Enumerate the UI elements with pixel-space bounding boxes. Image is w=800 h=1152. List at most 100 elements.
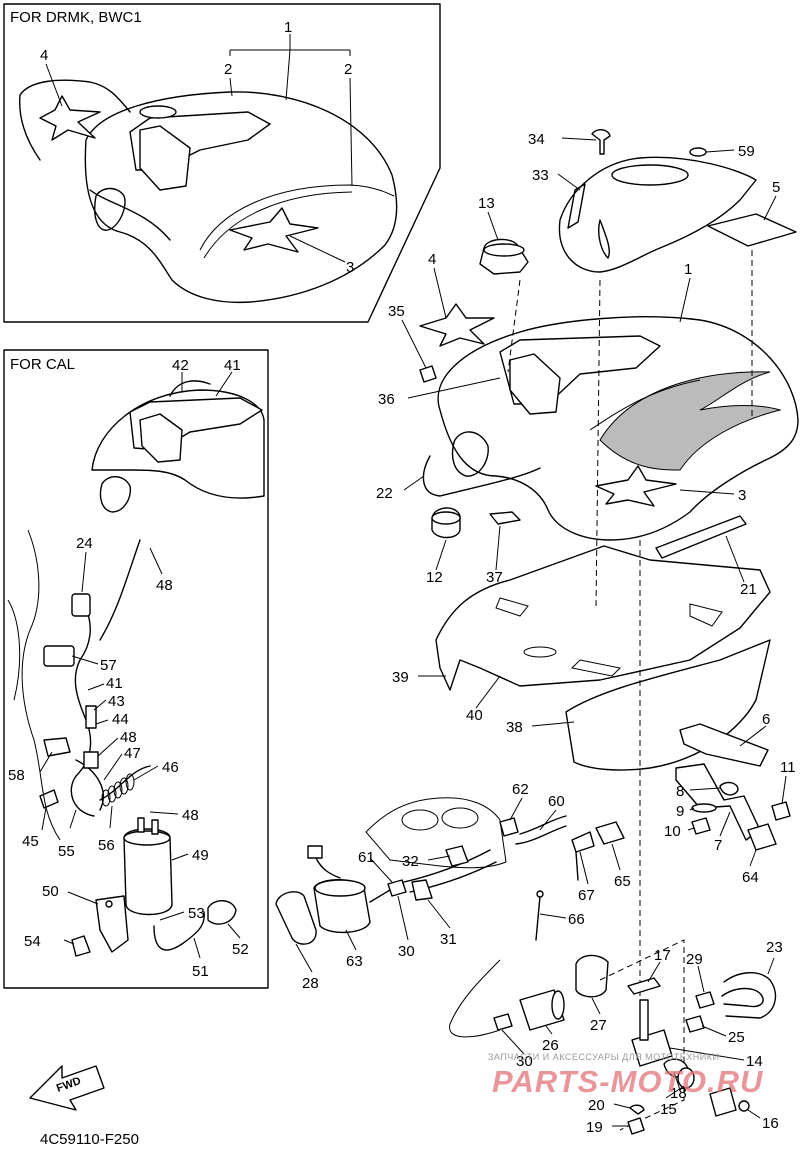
callout-20: 20 (588, 1097, 605, 1114)
fuel-pump-outlet (369, 889, 391, 903)
callout-13: 13 (478, 195, 495, 212)
callout-34: 34 (528, 131, 545, 148)
assembly-guide-d (507, 279, 521, 373)
leader-4-main (433, 267, 447, 319)
fuel-pump-bracket-28 (275, 891, 317, 945)
callout-9: 9 (676, 803, 684, 820)
tank-knee-recess-main (451, 431, 489, 477)
leader-17 (647, 961, 661, 983)
callout-62: 62 (512, 781, 529, 798)
callout-56: 56 (98, 837, 115, 854)
fuel-hose-23 (721, 972, 777, 1019)
leader-30-upper (397, 895, 409, 941)
leader-12 (435, 539, 447, 571)
leader-29 (697, 965, 705, 993)
leader-36 (407, 377, 501, 399)
callout-37: 37 (486, 569, 503, 586)
leader-2a (229, 77, 233, 97)
leader-55 (69, 809, 77, 829)
callout-38: 38 (506, 719, 523, 736)
leader-57 (71, 655, 99, 665)
rod-66 (535, 895, 541, 941)
callout-26: 26 (542, 1037, 559, 1054)
fuel-filter-27 (575, 954, 609, 998)
leader-48c (149, 811, 179, 815)
leader-8 (689, 787, 721, 791)
tank-emblem-4-main (419, 303, 495, 347)
leader-24 (81, 551, 87, 593)
leader-35 (401, 319, 427, 369)
leader-4 (45, 63, 63, 107)
callout-40: 40 (466, 707, 483, 724)
callout-21: 21 (740, 581, 757, 598)
clip-30-lower (493, 1013, 513, 1031)
drain-hose-22 (422, 455, 441, 497)
leader-54 (63, 939, 75, 945)
leader-52 (227, 923, 241, 939)
leader-1-main (679, 277, 691, 323)
clamp-32 (445, 845, 469, 867)
fwd-arrow-icon (29, 1065, 105, 1111)
plate-15 (709, 1087, 737, 1117)
clip-29 (695, 991, 715, 1009)
damper-12-top (431, 511, 461, 525)
clip-30-upper (387, 879, 407, 897)
callout-48-upper: 48 (156, 577, 173, 594)
drain-hose-22-tail (439, 467, 541, 497)
callout-65: 65 (614, 873, 631, 890)
callout-58: 58 (8, 767, 25, 784)
callout-2-right: 2 (344, 61, 352, 78)
callout-30-lower: 30 (516, 1053, 533, 1070)
cal-tank-bracket (139, 413, 183, 463)
callout-30-upper: 30 (398, 943, 415, 960)
damper-strip-21 (655, 515, 747, 559)
collar-8 (719, 781, 739, 796)
cal-hose-51 (153, 911, 205, 951)
callout-5: 5 (772, 179, 780, 196)
cal-canister-nipple-b (151, 819, 159, 835)
callout-23: 23 (766, 939, 783, 956)
callout-29: 29 (686, 951, 703, 968)
tank-console-bracket (139, 125, 191, 191)
fuel-pipe-joint (411, 879, 433, 901)
grommet-top (483, 243, 525, 257)
leader-27 (591, 997, 601, 1015)
cal-hose-48 (99, 539, 141, 641)
console-cover-window (611, 164, 689, 186)
main-assembly: 34 59 33 5 13 1 4 35 36 22 3 12 37 21 39… (275, 129, 799, 1136)
leader-62 (509, 797, 523, 821)
leader-30-lower (501, 1029, 525, 1055)
callout-67: 67 (578, 887, 595, 904)
callout-10: 10 (664, 823, 681, 840)
emblem-strap (18, 79, 131, 161)
callout-2-left: 2 (224, 61, 232, 78)
callout-3-main: 3 (738, 487, 746, 504)
fitting-stem (575, 851, 579, 881)
callout-4-main: 4 (428, 251, 436, 268)
tank-stay-7 (675, 763, 761, 841)
callout-48-lower: 48 (182, 807, 199, 824)
callout-28: 28 (302, 975, 319, 992)
leader-20 (613, 1103, 631, 1109)
callout-63: 63 (346, 953, 363, 970)
panel-drmk-bwc1: FOR DRMK, BWC1 1 2 2 3 4 (3, 3, 441, 323)
gasket-17 (627, 977, 661, 995)
leader-3-main (679, 489, 735, 495)
panel-drmk-frame (3, 3, 441, 323)
cal-spring-coils (101, 773, 135, 807)
tank-bracket-6 (679, 723, 769, 767)
leader-46 (133, 765, 159, 781)
callout-17: 17 (654, 947, 671, 964)
callout-48-mid: 48 (120, 729, 137, 746)
gasket-15 (677, 1067, 695, 1089)
cal-union-48 (83, 751, 99, 769)
callout-50: 50 (42, 883, 59, 900)
callout-51: 51 (192, 963, 209, 980)
diagram-code: 4C59110-F250 (40, 1131, 139, 1147)
leader-2b (349, 77, 353, 187)
tank-stripe-upper (199, 184, 395, 251)
callout-12: 12 (426, 569, 443, 586)
panel-cal: FOR CAL (3, 349, 269, 989)
leader-56 (109, 805, 113, 829)
leader-41b (87, 683, 105, 691)
